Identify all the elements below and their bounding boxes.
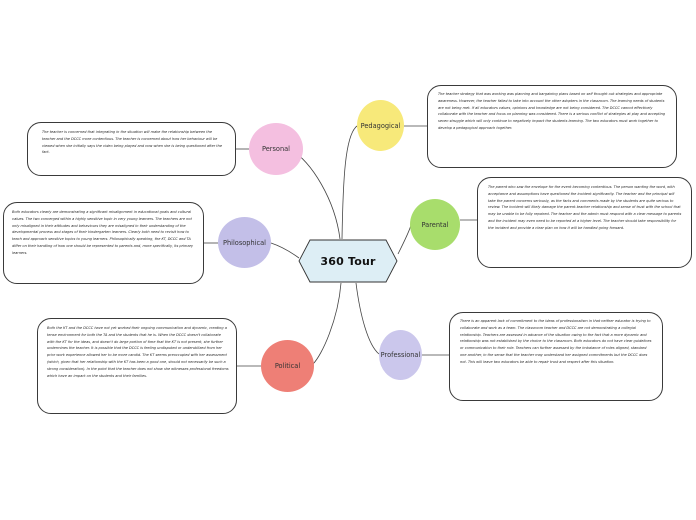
link-parental [397,224,412,255]
note-personal-text: The teacher is concerned that integratin… [42,130,223,155]
topic-political[interactable]: Political [261,340,314,392]
topic-professional[interactable]: Professional [379,330,422,380]
note-personal: The teacher is concerned that integratin… [27,122,236,176]
note-professional: There is an apparent lack of commitment … [449,312,663,401]
central-topic-shape [298,239,398,283]
topic-pedagogical[interactable]: Pedagogical [357,100,404,151]
note-philosophical-text: Both educators clearly are demonstrating… [12,210,194,255]
topic-political-label: Political [274,362,301,370]
note-professional-text: There is an apparent lack of commitment … [460,319,652,364]
note-parental: The parent who saw the envelope for the … [477,177,692,268]
central-topic[interactable]: 360 Tour [298,239,398,283]
note-parental-text: The parent who saw the envelope for the … [488,185,682,230]
note-political-text: Both the KT and the DCCC have not yet wo… [47,326,229,378]
topic-philosophical[interactable]: Philosophical [218,217,271,268]
topic-pedagogical-label: Pedagogical [360,121,401,130]
topic-professional-label: Professional [380,351,421,359]
link-philosophical [270,242,300,259]
link-professional [355,282,380,355]
topic-parental-label: Parental [421,220,449,229]
link-political [312,282,342,365]
note-pedagogical: The teacher strategy that was working wa… [427,85,677,168]
topic-philosophical-label: Philosophical [222,238,267,247]
note-political: Both the KT and the DCCC have not yet wo… [37,318,237,414]
topic-personal[interactable]: Personal [249,123,303,175]
note-pedagogical-text: The teacher strategy that was working wa… [438,92,666,131]
central-topic-label: 360 Tour [320,254,376,268]
topic-personal-label: Personal [261,145,291,153]
note-philosophical: Both educators clearly are demonstrating… [3,202,204,284]
link-pedagogical [341,125,358,240]
topic-parental[interactable]: Parental [410,199,460,250]
